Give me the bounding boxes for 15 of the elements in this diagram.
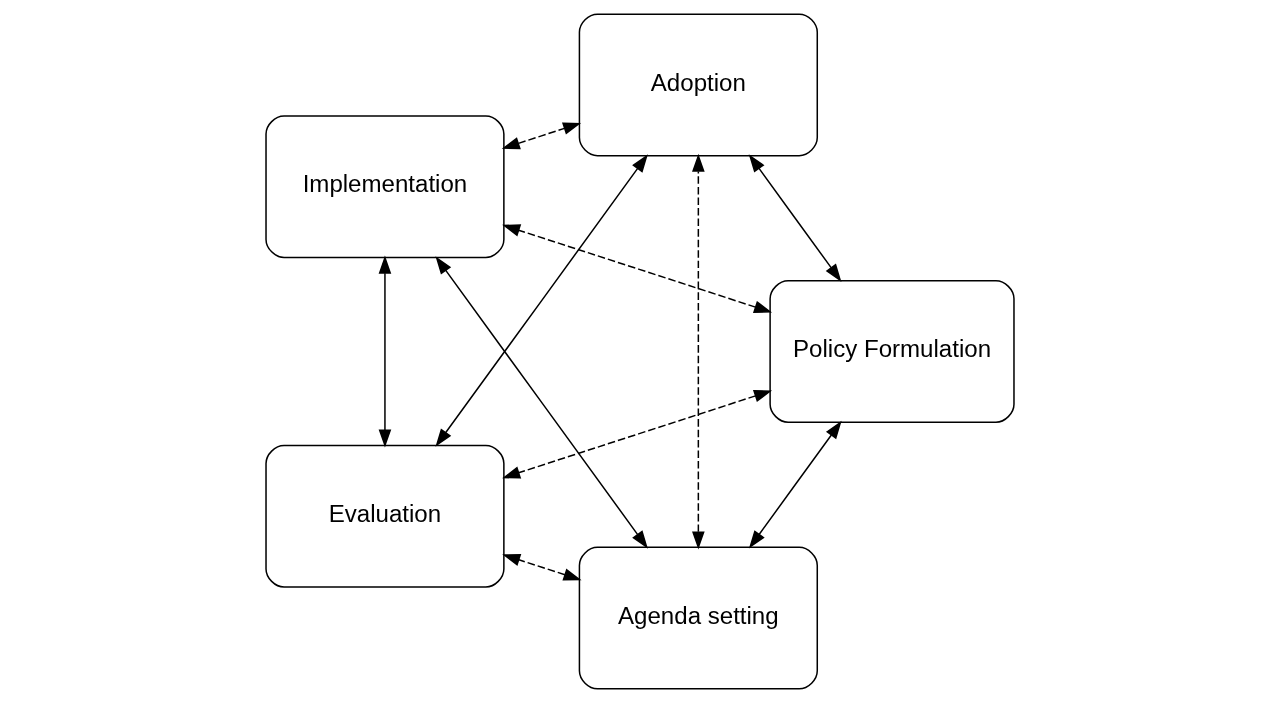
node-box: Implementation (264, 115, 505, 259)
node-box: Adoption (578, 13, 818, 157)
arrow (501, 553, 582, 581)
arrow (691, 153, 705, 550)
arrow (748, 420, 842, 549)
node-box: Policy Formulation (768, 280, 1015, 423)
arrow (378, 255, 391, 448)
arrow (748, 154, 841, 282)
arrow (434, 154, 648, 447)
arrow (501, 224, 772, 313)
arrow (501, 390, 772, 479)
node-box: Evaluation (264, 444, 505, 588)
arrow (434, 256, 648, 549)
arrow (501, 122, 581, 150)
node-box: Agenda setting (578, 546, 818, 690)
